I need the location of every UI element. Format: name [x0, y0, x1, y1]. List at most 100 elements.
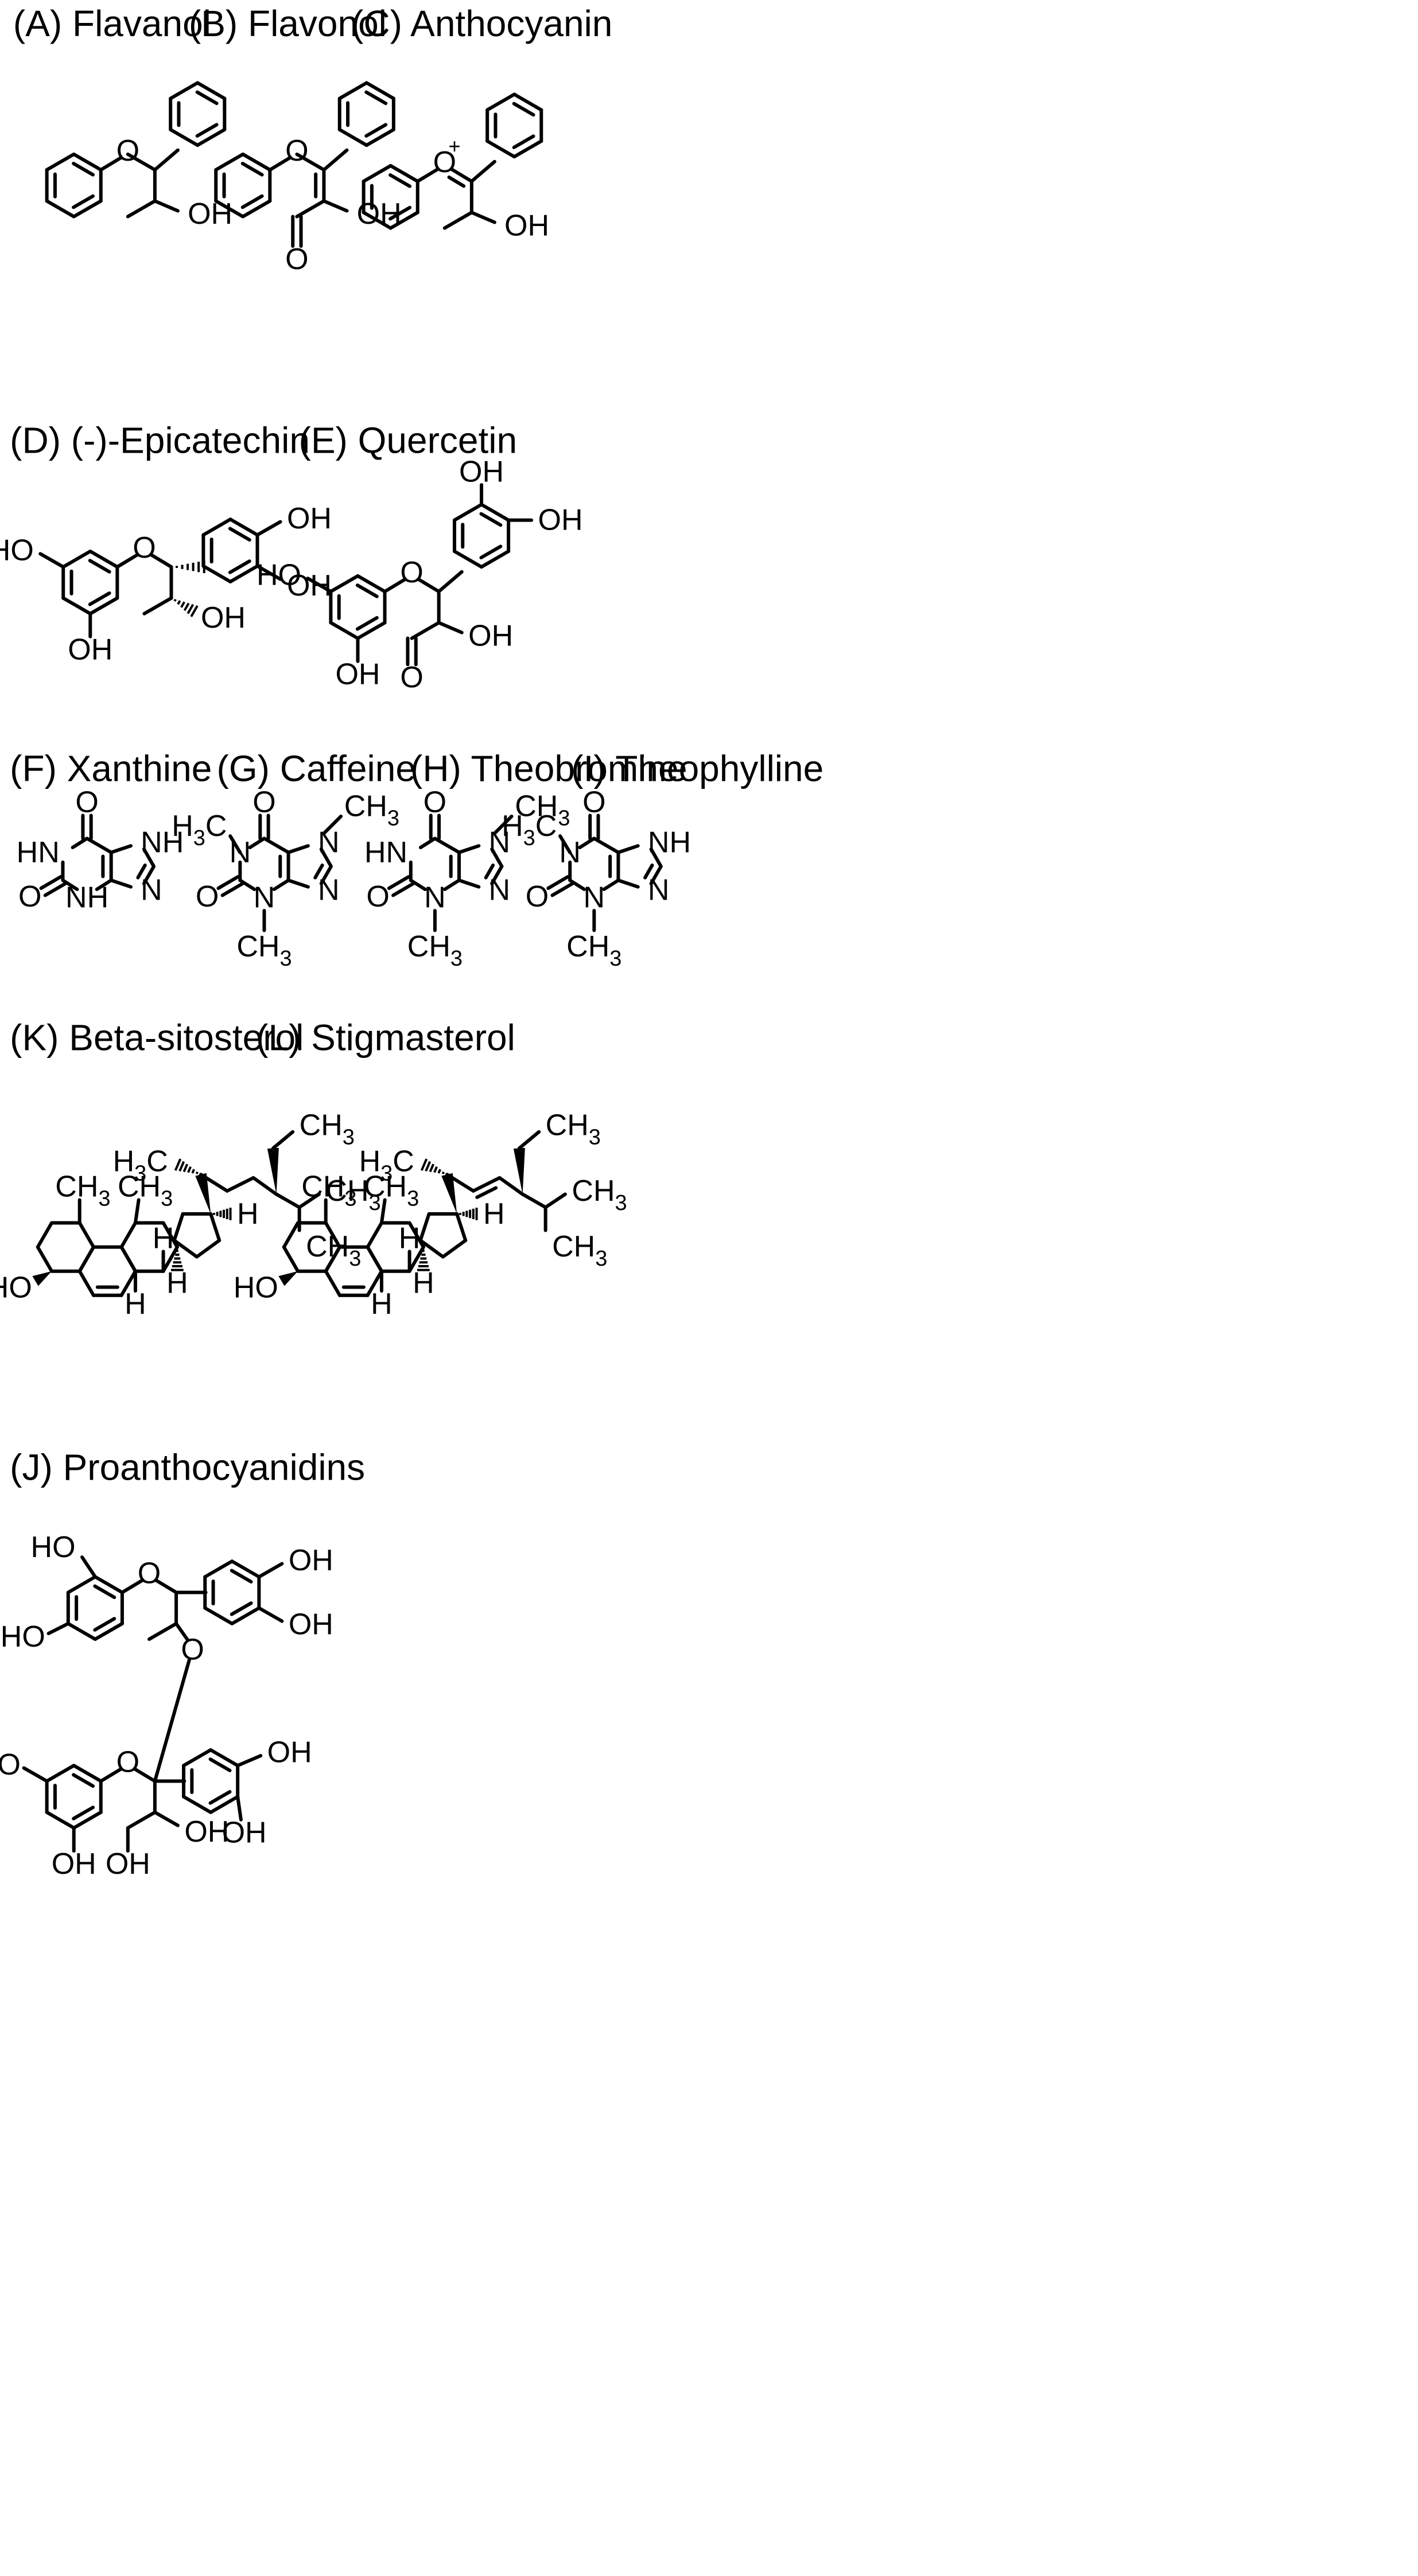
hydrogen-label: H	[371, 1287, 393, 1321]
bond	[257, 1562, 284, 1579]
methyl-label: H3C	[359, 1145, 414, 1185]
bond	[195, 1239, 222, 1259]
bond	[251, 1176, 278, 1196]
double-bond-inner	[389, 205, 412, 221]
methyl-label: CH3	[325, 1174, 380, 1215]
double-bond	[449, 167, 473, 184]
bond	[455, 1212, 468, 1243]
methyl-label: CH3	[552, 1230, 607, 1271]
double-bond	[72, 1810, 103, 1830]
hash-stroke	[441, 1171, 445, 1174]
structure-title: (B) Flavonol	[189, 3, 387, 44]
double-bond	[389, 164, 419, 184]
bond	[36, 1245, 54, 1273]
bond	[225, 1176, 255, 1193]
bond	[452, 503, 484, 522]
double-bond-inner	[228, 559, 251, 574]
double-bond-inner	[230, 1601, 253, 1616]
nitrogen-label: N	[318, 874, 340, 907]
bond	[443, 878, 461, 892]
ring-d	[418, 1212, 468, 1259]
bond	[126, 1810, 157, 1830]
nitrogen-label: N	[424, 881, 446, 914]
wedge-bond	[195, 1173, 211, 1214]
benzo-ring	[45, 152, 103, 219]
bond	[323, 814, 343, 835]
bond	[558, 834, 572, 854]
bond	[262, 836, 290, 854]
hash-stroke	[429, 1164, 435, 1173]
structure-title: (G) Caffeine	[217, 748, 416, 789]
double-bond	[649, 865, 663, 886]
methyl-label: CH3	[546, 1108, 601, 1149]
hydrogen-label: H	[166, 1267, 188, 1300]
methyl-label: H3C	[113, 1145, 168, 1185]
bond	[199, 1173, 229, 1193]
bond	[366, 1245, 383, 1273]
double-bond	[356, 621, 387, 640]
structure-beta-sitosterol: (K) Beta-sitosterolHOCH3CH3HHHHH3CCH3CH3…	[0, 1017, 381, 1321]
structure-epicatechin: (D) (-)-EpicatechinOHOOHOHOHOH	[0, 419, 332, 666]
bond	[257, 1606, 284, 1623]
double-bond	[93, 1575, 124, 1594]
bond	[142, 596, 173, 616]
bond	[485, 92, 516, 112]
double-bond	[512, 92, 543, 112]
hydroxyl-label: HO	[0, 534, 34, 567]
hash-stroke	[180, 601, 185, 608]
carbonyl-bond	[39, 875, 63, 890]
bond	[616, 878, 640, 889]
double-bond	[480, 549, 511, 569]
ether-oxygen-label: O	[181, 1633, 204, 1667]
bond	[214, 199, 245, 219]
hydroxyl-label: OH	[468, 619, 513, 652]
bond	[418, 1239, 445, 1259]
bond	[324, 1221, 342, 1249]
bond	[274, 1192, 301, 1209]
nitrogen-label: HN	[17, 836, 60, 869]
double-bond	[196, 81, 227, 100]
nitrogen-label: N	[584, 881, 605, 914]
hydroxyl-label: OH	[289, 1544, 333, 1577]
ring-oxygen-label: O	[133, 531, 156, 565]
bond	[282, 1245, 300, 1273]
bond	[407, 1245, 425, 1273]
bond	[297, 1192, 321, 1209]
structure-title: (E) Quercetin	[299, 419, 518, 461]
bond	[169, 81, 200, 100]
carbonyl-bond	[550, 882, 574, 897]
hydroxyl-label: OH	[287, 502, 332, 535]
benzo-ring	[214, 152, 272, 219]
bond	[203, 1559, 234, 1579]
bond	[149, 552, 173, 569]
ring-a	[282, 1221, 342, 1273]
bond	[45, 199, 76, 219]
hashed-bond	[459, 1207, 478, 1220]
bond	[520, 1192, 547, 1209]
benzo-ring	[362, 164, 419, 230]
hydroxyl-label: OH	[184, 1815, 229, 1849]
bond	[201, 564, 232, 583]
methyl-label: CH3	[118, 1170, 173, 1211]
bond	[433, 836, 461, 854]
bond	[286, 844, 310, 854]
hydroxyl-label: OH	[267, 1736, 312, 1769]
double-bond-inner	[240, 162, 264, 177]
double-bond-inner	[475, 1186, 498, 1199]
bond	[493, 814, 514, 835]
bond	[153, 148, 180, 172]
hash-stroke	[178, 1161, 185, 1172]
double-bond-inner	[240, 194, 264, 209]
bond	[109, 878, 133, 889]
bond	[286, 878, 310, 889]
bond	[153, 199, 180, 213]
bond	[362, 164, 393, 184]
bond	[236, 1795, 243, 1822]
bond	[120, 1578, 145, 1594]
double-bond-inner	[195, 123, 219, 138]
methyl-label: H3C	[172, 810, 227, 850]
carbonyl-bond	[387, 875, 411, 890]
bond	[209, 1212, 222, 1243]
